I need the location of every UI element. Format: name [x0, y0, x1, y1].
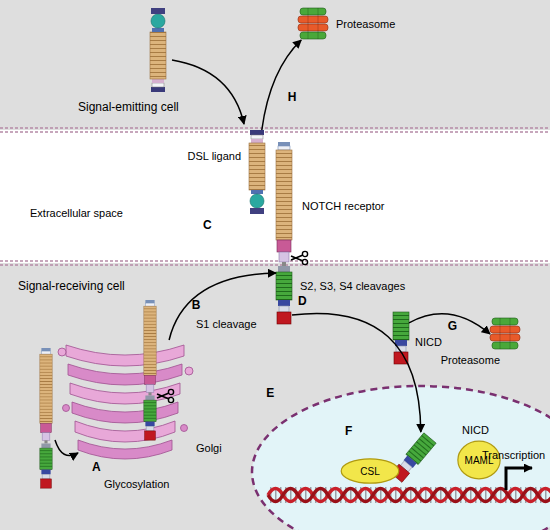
transcription-arrow [506, 468, 532, 490]
proteasome: Proteasome [298, 8, 330, 40]
nicd: NICD [393, 312, 409, 366]
notch-precursor [40, 348, 52, 488]
step-letter: D [298, 294, 307, 308]
flow-arrow [409, 314, 490, 334]
annotation-label: S1 cleavage [196, 318, 257, 330]
step-letter: E [266, 386, 274, 400]
ligand-protein [249, 130, 265, 214]
flow-arrow [292, 313, 421, 432]
annotation-label: S2, S3, S4 cleavages [300, 280, 405, 292]
step-letter: F [345, 424, 352, 438]
step-letter: B [192, 298, 201, 312]
cell-region: Signal-emitting cell Proteasome [0, 0, 550, 130]
notch-receptor [276, 142, 292, 324]
cell-membrane [0, 128, 550, 265]
step-letter: G [448, 319, 457, 333]
annotation-label: Transcription [482, 449, 545, 461]
flow-arrow [262, 40, 301, 130]
csl-protein: CSL [340, 458, 400, 484]
node-label: DSL ligand [188, 150, 241, 162]
cell-label: Signal-emitting cell [78, 100, 179, 114]
nicd: NICD [398, 432, 436, 478]
step-letter: H [288, 90, 297, 104]
receptor: NOTCH receptor [276, 142, 292, 324]
notch-precursor [144, 300, 156, 440]
node-label: Golgi [196, 442, 222, 454]
ligand-protein [150, 8, 166, 92]
annotation-label: Extracellular space [30, 207, 123, 219]
step-letter: A [92, 460, 101, 474]
proteasome: Proteasome [490, 318, 522, 350]
ligand: DSL ligand [249, 130, 265, 216]
flow-arrow [169, 273, 276, 340]
node-label: Proteasome [441, 354, 500, 366]
node-label: CSL [340, 458, 400, 484]
step-letter: C [203, 218, 212, 232]
cell-label: Signal-receiving cell [18, 279, 125, 293]
nicd-fragment [393, 312, 409, 364]
node-label: Proteasome [336, 18, 395, 30]
node-label: NICD [462, 424, 489, 436]
golgi: Golgi [62, 340, 188, 460]
annotation-label: Glycosylation [104, 478, 169, 490]
node-label: NICD [415, 336, 442, 348]
node-label: NOTCH receptor [302, 200, 385, 212]
dna-helix [268, 489, 550, 502]
